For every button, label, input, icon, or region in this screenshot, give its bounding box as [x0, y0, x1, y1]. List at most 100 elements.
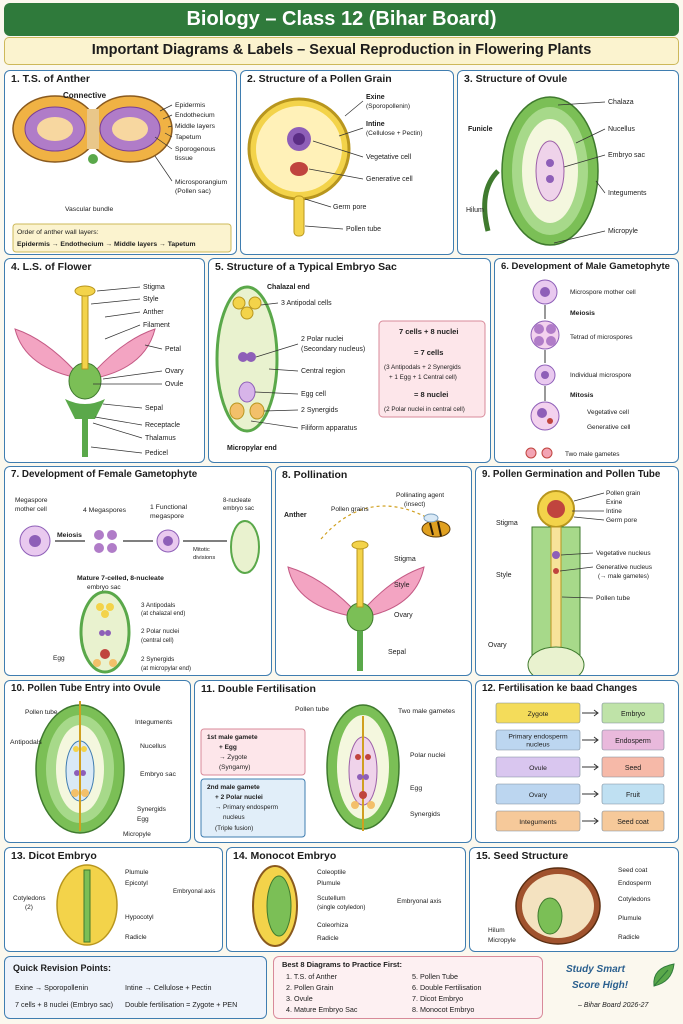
- label: Stigma: [143, 284, 165, 291]
- from-label: Zygote: [528, 711, 549, 718]
- arrow-icon: [582, 763, 599, 771]
- label: (Pollen sac): [175, 188, 211, 195]
- label: Hypocotyl: [125, 914, 154, 921]
- label: (single cotyledon): [317, 904, 366, 911]
- label: Antipodals: [10, 739, 42, 746]
- label: Double fertilisation = Zygote + PEN: [125, 1000, 238, 1009]
- label: embryo sac: [223, 506, 254, 512]
- label: Middle layers: [175, 123, 216, 130]
- panel-title: 11. Double Fertilisation: [201, 683, 316, 695]
- label: Intine → Cellulose + Pectin: [125, 983, 212, 992]
- label: Plumule: [125, 869, 149, 876]
- label: Microsporangium: [175, 179, 227, 186]
- label: Exine: [606, 499, 623, 506]
- label: 2 Synergids: [301, 407, 338, 414]
- label: Generative nucleus: [596, 564, 653, 571]
- panel-dicot-embryo: 13. Dicot Embryo Plumule Epicotyl Cotyle…: [4, 847, 223, 952]
- label: Generative cell: [366, 176, 413, 183]
- label: Megaspore: [15, 497, 48, 504]
- to-box: [601, 729, 665, 751]
- label: Thalamus: [145, 435, 176, 442]
- label: Endothecium: [175, 112, 215, 119]
- label: 7 cells + 8 nuclei (Embryo sac): [15, 1000, 114, 1009]
- label: 8. Monocot Embryo: [412, 1005, 475, 1014]
- label: Epicotyl: [125, 880, 148, 887]
- panel-pollen-tube-entry: 10. Pollen Tube Entry into Ovule Pollen …: [4, 680, 191, 843]
- label: embryo sac: [87, 584, 121, 591]
- label: Polar nuclei: [410, 752, 446, 759]
- label: (Sporopollenin): [366, 103, 410, 110]
- label: Hilum: [488, 927, 505, 934]
- panel-double-fertilisation: 11. Double Fertilisation Pollen tube Two…: [194, 680, 472, 843]
- study-smart-badge: Study Smart Score High! – Bihar Board 20…: [548, 956, 679, 1019]
- label: Chalazal end: [267, 284, 310, 291]
- label: (Secondary nucleus): [301, 346, 365, 353]
- label: Mature 7-celled, 8-nucleate: [77, 575, 164, 582]
- label: Embryonal axis: [173, 888, 215, 895]
- label: Exine: [366, 94, 385, 101]
- label: Funicle: [468, 126, 493, 133]
- to-label: Embryo: [621, 711, 645, 718]
- from-box: [495, 756, 581, 778]
- label: Pollen tube: [295, 706, 329, 713]
- label: Score High!: [572, 980, 629, 991]
- label: 1 Functional: [150, 504, 188, 511]
- label: Connective: [63, 91, 107, 100]
- label: Micropyle: [608, 228, 638, 235]
- label: tissue: [175, 155, 193, 162]
- panel-title: 10. Pollen Tube Entry into Ovule: [11, 683, 161, 694]
- label: Plumule: [618, 915, 642, 922]
- label: Egg cell: [301, 391, 326, 398]
- sepal-shape: [65, 399, 105, 419]
- label: + Egg: [219, 744, 237, 751]
- label: Seed coat: [618, 867, 647, 874]
- scutellum-shape: [266, 875, 292, 937]
- label: Pollen grain: [606, 490, 641, 497]
- label: Ovary: [488, 642, 507, 649]
- label: Synergids: [137, 806, 167, 813]
- label: + 2 Polar nuclei: [215, 794, 263, 801]
- best-diagrams-box: Best 8 Diagrams to Practice First: 1. T.…: [273, 956, 543, 1019]
- label: Nucellus: [140, 743, 167, 750]
- mature-embryo-sac-shape: [79, 590, 131, 674]
- label: (Cellulose + Pectin): [366, 130, 423, 137]
- panel-title: 2. Structure of a Pollen Grain: [247, 73, 392, 85]
- label: Mitotic: [193, 547, 210, 553]
- label: Sepal: [145, 405, 163, 412]
- label: Pollen tube: [346, 226, 381, 233]
- panel-pollination: 8. Pollination Anther Pollen grains Poll…: [275, 466, 472, 676]
- funicle-shape: [482, 169, 500, 232]
- syngamy-box: [200, 728, 306, 776]
- panel-title: 15. Seed Structure: [476, 850, 569, 862]
- label: Anther: [284, 512, 307, 519]
- label: – Bihar Board 2026-27: [578, 1002, 649, 1009]
- label: Microspore mother cell: [570, 289, 636, 296]
- label: 4 Megaspores: [83, 507, 127, 514]
- label: Central region: [301, 368, 345, 375]
- label: (→ male gametes): [598, 573, 649, 580]
- label: → Primary endosperm: [215, 804, 278, 811]
- panel-title: 12. Fertilisation ke baad Changes: [482, 683, 638, 694]
- label: Mitosis: [570, 392, 594, 399]
- label: 8-nucleate: [223, 498, 252, 504]
- label: 3 Antipodals: [141, 602, 175, 609]
- label: Integuments: [135, 719, 173, 726]
- label: Style: [394, 582, 410, 589]
- panel-title: 4. L.S. of Flower: [11, 261, 92, 273]
- panel-pollen-grain: 2. Structure of a Pollen Grain Exine (Sp…: [240, 70, 454, 255]
- label: = 7 cells: [414, 348, 443, 357]
- label: Radicle: [317, 935, 339, 942]
- label: Germ pore: [333, 204, 367, 211]
- label: Egg: [410, 785, 422, 792]
- label: Order of anther wall layers:: [17, 229, 99, 236]
- label: Embryo sac: [140, 771, 176, 778]
- vascular-bundle-shape: [88, 154, 98, 164]
- label: (at chalazal end): [141, 611, 185, 617]
- label: Pedicel: [145, 450, 168, 457]
- label: Plumule: [317, 880, 341, 887]
- label: (2): [25, 904, 33, 911]
- panel-title: 8. Pollination: [282, 469, 348, 481]
- label: → Zygote: [219, 754, 248, 761]
- from-label: Ovary: [529, 792, 548, 799]
- label: Ovule: [165, 381, 183, 388]
